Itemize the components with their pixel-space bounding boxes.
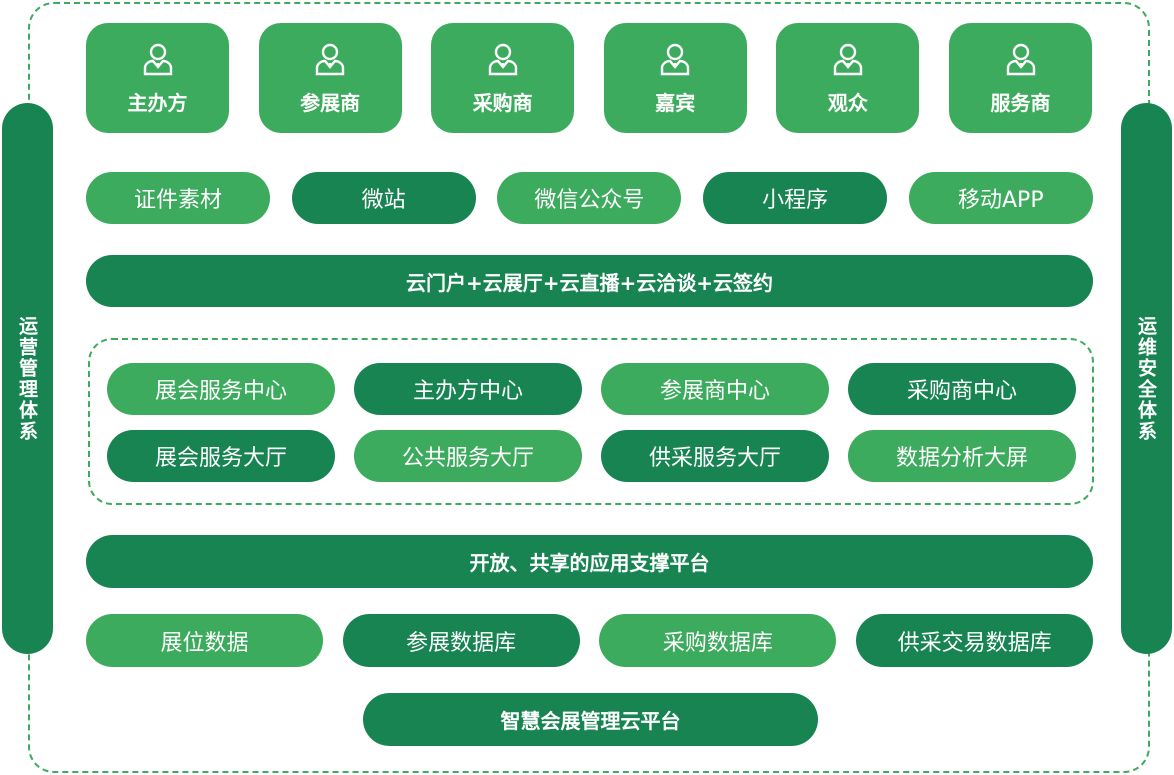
channel-pill[interactable]: 微站 bbox=[291, 172, 476, 224]
user-icon bbox=[315, 43, 345, 75]
role-label: 主办方 bbox=[127, 90, 188, 115]
ops-security-bar: 运维安全体系 bbox=[1121, 103, 1172, 654]
role-card[interactable]: 嘉宾 bbox=[603, 23, 747, 133]
center-pill[interactable]: 数据分析大屏 bbox=[848, 430, 1076, 482]
cloud-services-banner: 云门户+云展厅+云直播+云洽谈+云签约 bbox=[86, 255, 1093, 307]
role-label: 服务商 bbox=[990, 90, 1051, 115]
channel-pill[interactable]: 小程序 bbox=[703, 172, 888, 224]
center-pill[interactable]: 参展商中心 bbox=[601, 363, 829, 415]
database-pill[interactable]: 参展数据库 bbox=[342, 614, 580, 667]
centers-dashed-group bbox=[88, 338, 1094, 505]
center-pill[interactable]: 主办方中心 bbox=[354, 363, 582, 415]
center-pill[interactable]: 展会服务大厅 bbox=[107, 430, 335, 482]
role-label: 嘉宾 bbox=[655, 90, 696, 115]
user-icon bbox=[833, 43, 863, 75]
role-label: 观众 bbox=[827, 90, 868, 115]
user-icon bbox=[143, 43, 172, 75]
channel-pill[interactable]: 移动APP bbox=[908, 172, 1093, 224]
database-pill[interactable]: 展位数据 bbox=[86, 614, 323, 667]
role-card[interactable]: 观众 bbox=[776, 23, 920, 133]
platform-banner: 开放、共享的应用支撑平台 bbox=[86, 535, 1093, 588]
role-card[interactable]: 采购商 bbox=[431, 23, 575, 133]
center-pill[interactable]: 公共服务大厅 bbox=[354, 430, 582, 482]
channel-pill[interactable]: 证件素材 bbox=[86, 172, 270, 224]
operations-management-bar: 运营管理体系 bbox=[2, 103, 53, 654]
database-pill[interactable]: 供采交易数据库 bbox=[856, 614, 1094, 667]
user-icon bbox=[661, 43, 690, 75]
channel-pill[interactable]: 微信公众号 bbox=[497, 172, 682, 224]
role-label: 参展商 bbox=[300, 90, 361, 115]
base-platform-banner: 智慧会展管理云平台 bbox=[363, 693, 818, 746]
role-card[interactable]: 主办方 bbox=[86, 23, 229, 133]
user-icon bbox=[1006, 43, 1035, 75]
center-pill[interactable]: 展会服务中心 bbox=[107, 363, 335, 415]
role-card[interactable]: 服务商 bbox=[949, 23, 1092, 133]
role-label: 采购商 bbox=[472, 90, 533, 115]
user-icon bbox=[488, 43, 517, 75]
database-pill[interactable]: 采购数据库 bbox=[599, 614, 837, 667]
role-card[interactable]: 参展商 bbox=[258, 23, 402, 133]
center-pill[interactable]: 采购商中心 bbox=[848, 363, 1076, 415]
center-pill[interactable]: 供采服务大厅 bbox=[601, 430, 829, 482]
